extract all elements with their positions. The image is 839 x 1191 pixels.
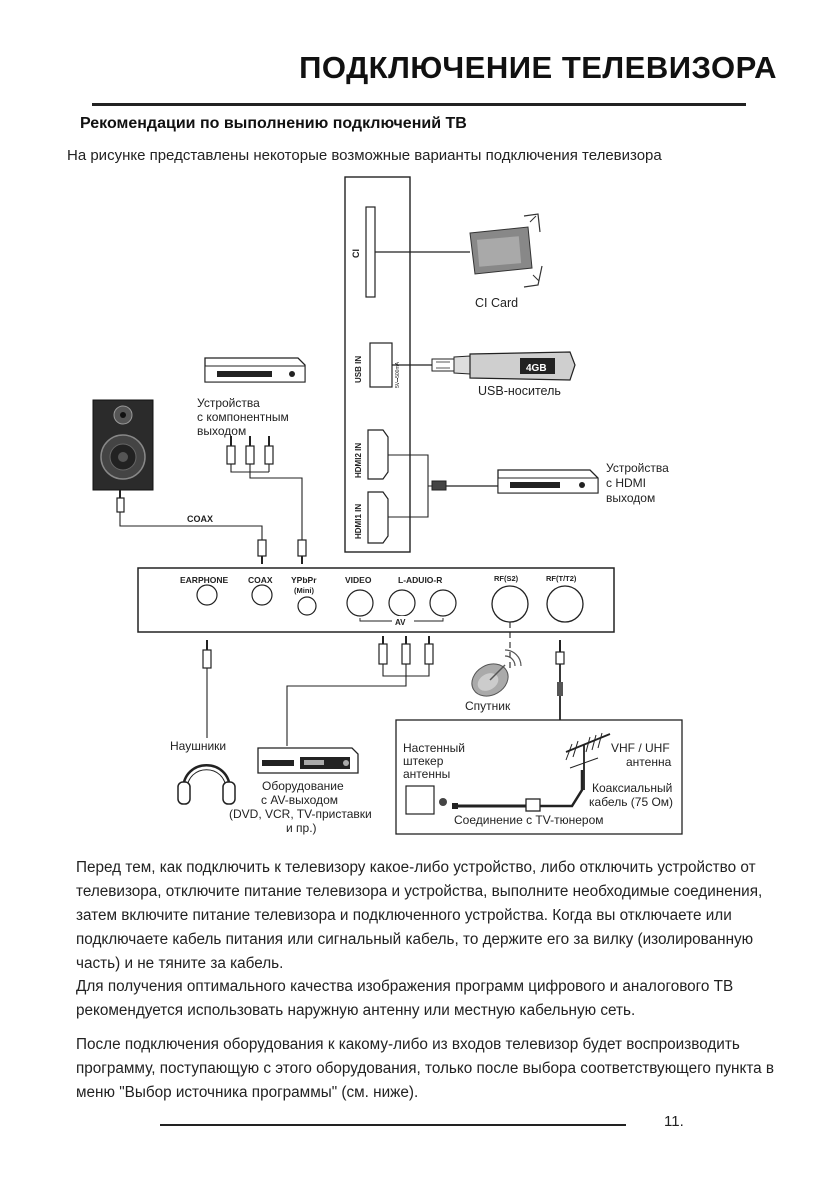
hdmi1-in-label: HDMI1 IN	[354, 504, 363, 539]
hdmi-plug	[431, 480, 447, 491]
vhf-antenna-label-2: антенна	[626, 755, 672, 769]
component-device-label-1: Устройства	[197, 396, 260, 410]
paragraph-source-selection: После подключения оборудования к какому-…	[76, 1036, 775, 1101]
av-equipment-label-1: Оборудование	[262, 779, 344, 793]
ci-card-label: CI Card	[475, 296, 518, 310]
ci-card	[469, 213, 543, 288]
rf-s2-port-label: RF(S2)	[494, 574, 519, 583]
coax-port-label: COAX	[248, 575, 273, 585]
ci-slot	[365, 206, 376, 298]
headphones-label: Наушники	[170, 739, 226, 753]
av-rca-plugs	[378, 636, 434, 665]
hdmi-device-label-1: Устройства	[606, 461, 669, 475]
page-number: 11.	[664, 1113, 684, 1130]
usb-drive-capacity: 4GB	[526, 363, 547, 374]
title-divider	[92, 103, 746, 106]
rf-t2-port-label: RF(T/T2)	[546, 574, 577, 583]
usb-in-label: USB IN	[354, 356, 363, 383]
antenna-box	[395, 719, 683, 835]
intro-text: На рисунке представлены некоторые возмож…	[67, 147, 662, 164]
ypbpr-port-sublabel: (Mini)	[294, 586, 314, 595]
vhf-antenna-label-1: VHF / UHF	[611, 741, 670, 755]
video-port-label: VIDEO	[345, 575, 372, 585]
component-rca-plugs	[226, 436, 274, 465]
av-equipment-label-4: и пр.)	[286, 821, 317, 835]
av-equipment	[257, 747, 359, 774]
tuner-connection-label: Соединение с TV-тюнером	[454, 813, 604, 827]
hdmi-device-label-2: с HDMI	[606, 476, 646, 490]
component-device-label-3: выходом	[197, 424, 246, 438]
wall-socket	[405, 785, 435, 815]
hdmi-device	[497, 469, 599, 494]
hdmi1-port	[367, 491, 389, 544]
hdmi2-in-label: HDMI2 IN	[354, 443, 363, 478]
hdmi-device-label-3: выходом	[606, 491, 655, 505]
wall-socket-label-1: Настенный	[403, 741, 465, 755]
coax-cable-spec-label-1: Коаксиальный	[592, 781, 672, 795]
wall-socket-label-2: штекер	[403, 754, 444, 768]
satellite-dish	[471, 649, 522, 697]
component-device	[204, 357, 306, 383]
hdmi2-port	[367, 429, 389, 480]
earphone-port-label: EARPHONE	[180, 575, 229, 585]
ypbpr-port-label: YPbPr	[291, 575, 317, 585]
usb-port	[369, 342, 393, 388]
component-device-label-2: с компонентным	[197, 410, 289, 424]
section-heading: Рекомендации по выполнению подключений Т…	[80, 115, 467, 132]
satellite-label: Спутник	[465, 699, 511, 713]
usb-rating-label: 5V⎓500mA	[395, 361, 401, 388]
footer-divider	[160, 1124, 626, 1126]
paragraph-antenna: Для получения оптимального качества изоб…	[76, 978, 734, 1019]
coax-cable-spec-label-2: кабель (75 Ом)	[589, 795, 673, 809]
page-title: ПОДКЛЮЧЕНИЕ ТЕЛЕВИЗОРА	[299, 50, 777, 85]
speaker	[92, 399, 154, 491]
coax-cable-label: COAX	[187, 514, 213, 524]
connection-diagram: CI USB IN 5V⎓500mA HDMI2 IN HDMI1 IN CI …	[92, 176, 683, 835]
usb-drive-label: USB-носитель	[478, 384, 561, 398]
av-port-label: AV	[395, 618, 406, 627]
av-equipment-label-2: с AV-выходом	[261, 793, 338, 807]
usb-drive: 4GB	[431, 351, 576, 381]
port-strip: EARPHONE COAX YPbPr (Mini) VIDEO L-ADUIO…	[137, 567, 615, 633]
wall-socket-connector	[439, 798, 447, 806]
vhf-uhf-antenna	[565, 732, 611, 790]
av-equipment-label-3: (DVD, VCR, TV-приставки	[229, 807, 372, 821]
paragraph-safety: Перед тем, как подключить к телевизору к…	[76, 859, 763, 972]
wall-socket-label-3: антенны	[403, 767, 450, 781]
ci-label: CI	[351, 249, 361, 258]
headphones	[177, 764, 236, 805]
audio-port-label: L-ADUIO-R	[398, 575, 442, 585]
